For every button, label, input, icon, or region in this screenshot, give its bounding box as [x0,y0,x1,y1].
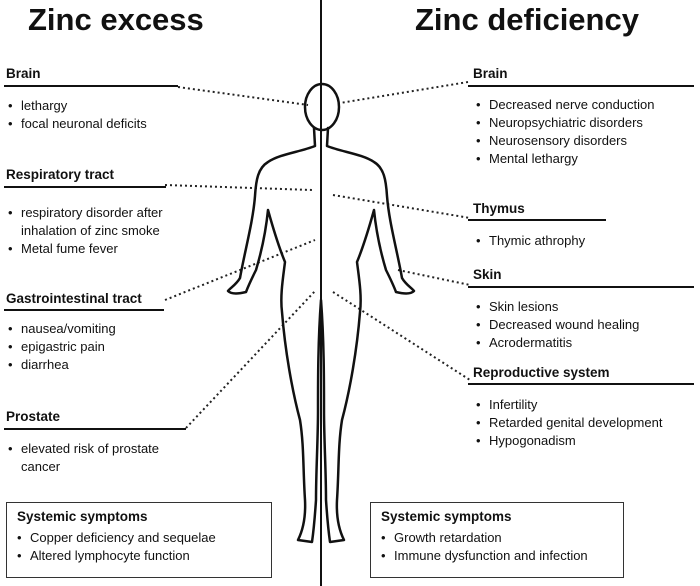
left-systemic-symptoms-box: Systemic symptoms Copper deficiency and … [6,502,272,578]
list-item: Mental lethargy [476,150,696,168]
right-section-thymus-rule [468,219,606,221]
list-item: Retarded genital development [476,414,698,432]
right-section-brain-list: Decreased nerve conduction Neuropsychiat… [476,96,696,168]
connector-right-reproductive [332,291,471,381]
connector-right-brain [339,81,469,104]
right-section-skin-title: Skin [473,267,502,282]
right-section-brain-rule [468,85,694,87]
left-systemic-symptoms-list: Copper deficiency and sequelae Altered l… [17,529,261,565]
left-section-gastrointestinal-list: nausea/vomiting epigastric pain diarrhea [8,320,198,374]
right-section-reproductive-title: Reproductive system [473,365,610,380]
list-item: Copper deficiency and sequelae [17,529,261,547]
left-section-respiratory-rule [4,186,166,188]
head-outline [303,82,341,132]
list-item: Skin lesions [476,298,696,316]
body-outline [226,126,416,544]
center-divider-line [320,0,322,586]
list-item: nausea/vomiting [8,320,198,338]
list-item: Acrodermatitis [476,334,696,352]
left-section-gastrointestinal-rule [4,309,164,311]
zinc-excess-title: Zinc excess [28,2,204,37]
left-section-prostate-list: elevated risk of prostate cancer [8,440,198,476]
left-systemic-symptoms-title: Systemic symptoms [17,509,148,524]
connector-left-brain [177,86,309,106]
right-section-thymus-list: Thymic athrophy [476,232,676,250]
left-section-respiratory-list: respiratory disorder after inhalation of… [8,204,208,258]
right-systemic-symptoms-list: Growth retardation Immune dysfunction an… [381,529,613,565]
list-item: Hypogonadism [476,432,698,450]
left-section-brain-title: Brain [6,66,41,81]
connector-right-thymus [332,194,471,219]
list-item: Altered lymphocyte function [17,547,261,565]
list-item: respiratory disorder after inhalation of… [8,204,208,240]
right-systemic-symptoms-title: Systemic symptoms [381,509,512,524]
list-item: Neuropsychiatric disorders [476,114,696,132]
list-item: elevated risk of prostate cancer [8,440,198,476]
list-item: Immune dysfunction and infection [381,547,613,565]
list-item: epigastric pain [8,338,198,356]
list-item: Metal fume fever [8,240,208,258]
list-item: Thymic athrophy [476,232,676,250]
left-section-gastrointestinal-title: Gastrointestinal tract [6,291,142,306]
list-item: focal neuronal deficits [8,115,198,133]
right-section-reproductive-rule [468,383,694,385]
left-section-brain-list: lethargy focal neuronal deficits [8,97,198,133]
left-section-prostate-title: Prostate [6,409,61,424]
list-item: diarrhea [8,356,198,374]
right-systemic-symptoms-box: Systemic symptoms Growth retardation Imm… [370,502,624,578]
right-section-brain-title: Brain [473,66,508,81]
list-item: Infertility [476,396,698,414]
connector-right-skin [397,269,471,286]
left-section-brain-rule [4,85,178,87]
list-item: Decreased nerve conduction [476,96,696,114]
right-section-thymus-title: Thymus [473,201,525,216]
connector-left-gastrointestinal [164,239,316,301]
right-section-skin-rule [468,286,694,288]
list-item: Decreased wound healing [476,316,696,334]
right-section-reproductive-list: Infertility Retarded genital development… [476,396,698,450]
connector-left-respiratory [164,184,313,191]
connector-left-prostate [185,289,317,429]
zinc-deficiency-title: Zinc deficiency [415,2,639,37]
list-item: Growth retardation [381,529,613,547]
list-item: Neurosensory disorders [476,132,696,150]
list-item: lethargy [8,97,198,115]
left-section-prostate-rule [4,428,186,430]
left-section-respiratory-title: Respiratory tract [6,167,115,182]
right-section-skin-list: Skin lesions Decreased wound healing Acr… [476,298,696,352]
